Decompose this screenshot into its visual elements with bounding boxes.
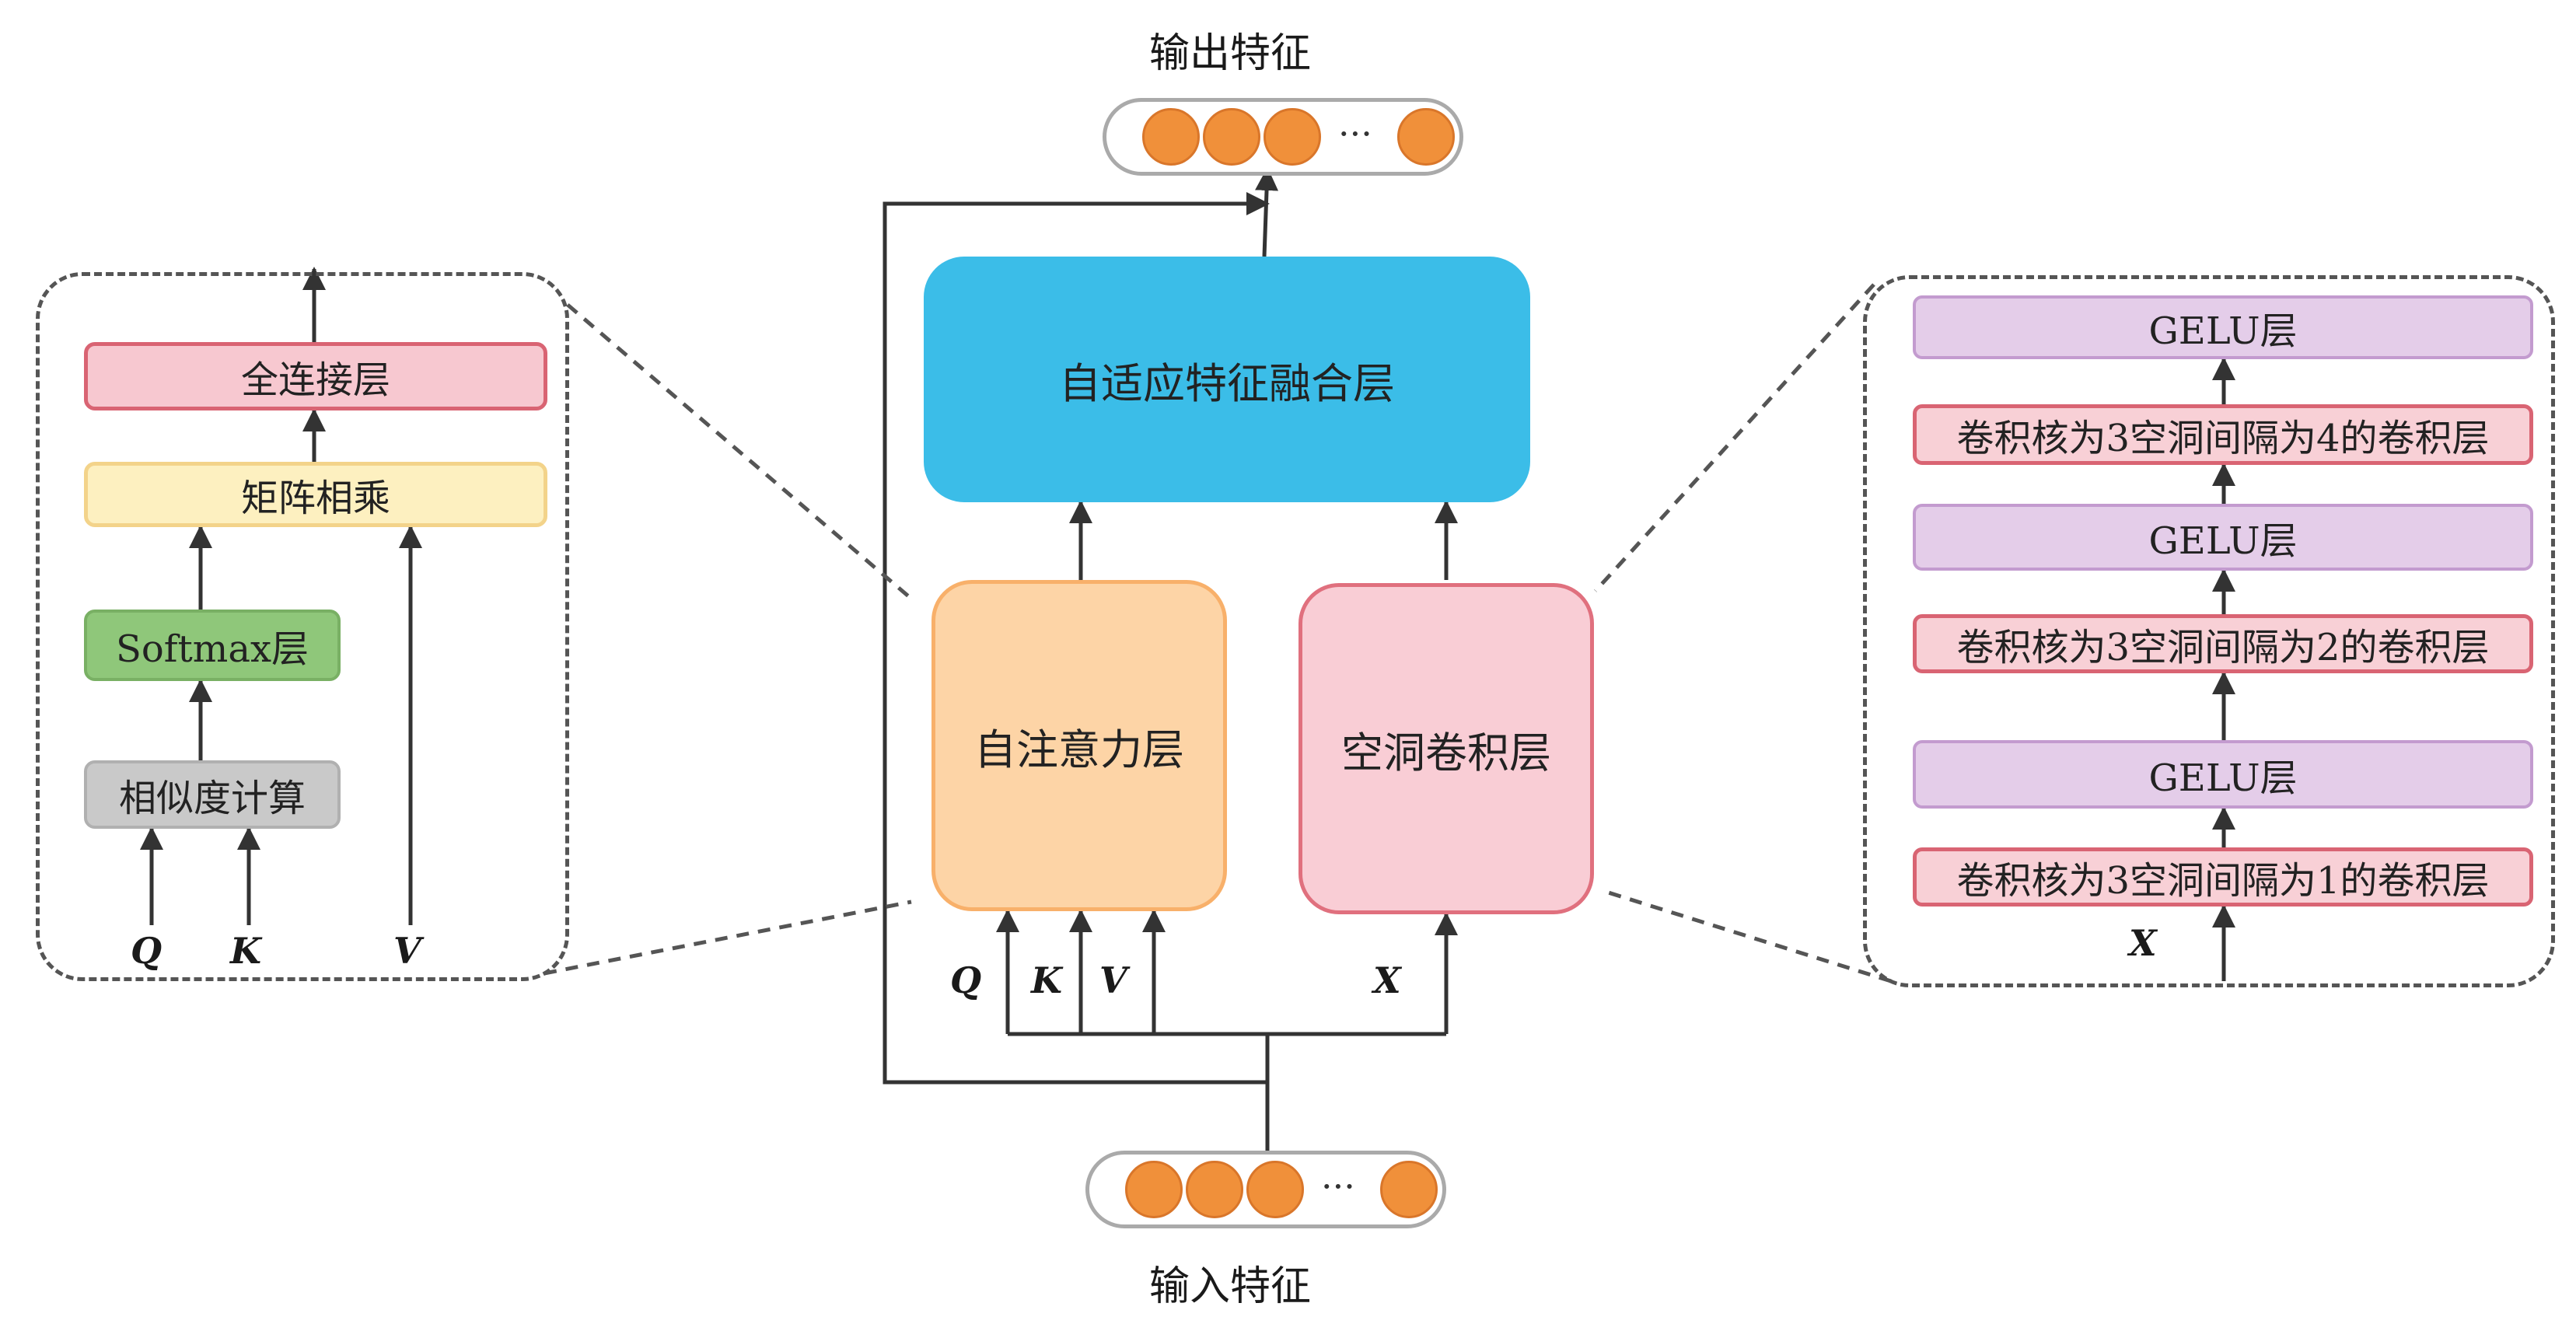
conv-layer-dilation-2: 卷积核为3空洞间隔为2的卷积层: [1913, 614, 2533, 673]
adaptive-fusion-layer: 自适应特征融合层: [924, 257, 1530, 502]
gelu-layer-mid: GELU层: [1913, 504, 2533, 571]
softmax-layer: Softmax层: [84, 610, 341, 681]
output-node: [1397, 108, 1455, 166]
input-feature-vector: ···: [1085, 1151, 1446, 1228]
gelu-layer-top: GELU层: [1913, 295, 2533, 359]
similarity-layer: 相似度计算: [84, 760, 341, 829]
output-feature-vector: ···: [1103, 98, 1463, 176]
matrix-multiply-layer: 矩阵相乘: [84, 462, 547, 527]
center-v-label: V: [1099, 959, 1127, 1001]
input-features-label: 输入特征: [1149, 1263, 1312, 1310]
fully-connected-layer: 全连接层: [84, 342, 547, 410]
gelu-layer-bottom: GELU层: [1913, 740, 2533, 809]
attention-detail-panel: [36, 272, 569, 981]
input-node: [1186, 1161, 1243, 1218]
left-k-label: K: [230, 930, 261, 972]
left-zoom-lower-line: [544, 900, 912, 976]
center-q-label: Q: [950, 959, 982, 1001]
input-node: [1125, 1161, 1183, 1218]
conv-layer-dilation-1: 卷积核为3空洞间隔为1的卷积层: [1913, 847, 2533, 907]
input-node: [1246, 1161, 1304, 1218]
self-attention-layer: 自注意力层: [931, 580, 1227, 911]
dilated-conv-detail-panel: [1863, 275, 2555, 987]
output-node: [1142, 108, 1200, 166]
conv-layer-dilation-4: 卷积核为3空洞间隔为4的卷积层: [1913, 404, 2533, 465]
dilated-conv-layer: 空洞卷积层: [1298, 583, 1594, 914]
output-node: [1264, 108, 1321, 166]
left-q-label: Q: [131, 930, 163, 972]
ellipsis-text: ···: [1338, 113, 1372, 155]
center-k-label: K: [1031, 959, 1062, 1001]
left-v-label: V: [393, 930, 421, 972]
right-zoom-lower-line: [1603, 889, 1892, 983]
fusion-to-output-arrow: [1255, 167, 1279, 257]
right-x-label: X: [2129, 922, 2157, 964]
output-features-label: 输出特征: [1149, 30, 1312, 77]
center-x-label: X: [1373, 959, 1401, 1001]
ellipsis-text: ···: [1321, 1165, 1355, 1207]
skip-connection-line: [883, 192, 1270, 1085]
output-node: [1203, 108, 1260, 166]
left-zoom-upper-line: [566, 303, 913, 600]
right-zoom-upper-line: [1594, 283, 1875, 592]
input-node: [1380, 1161, 1438, 1218]
